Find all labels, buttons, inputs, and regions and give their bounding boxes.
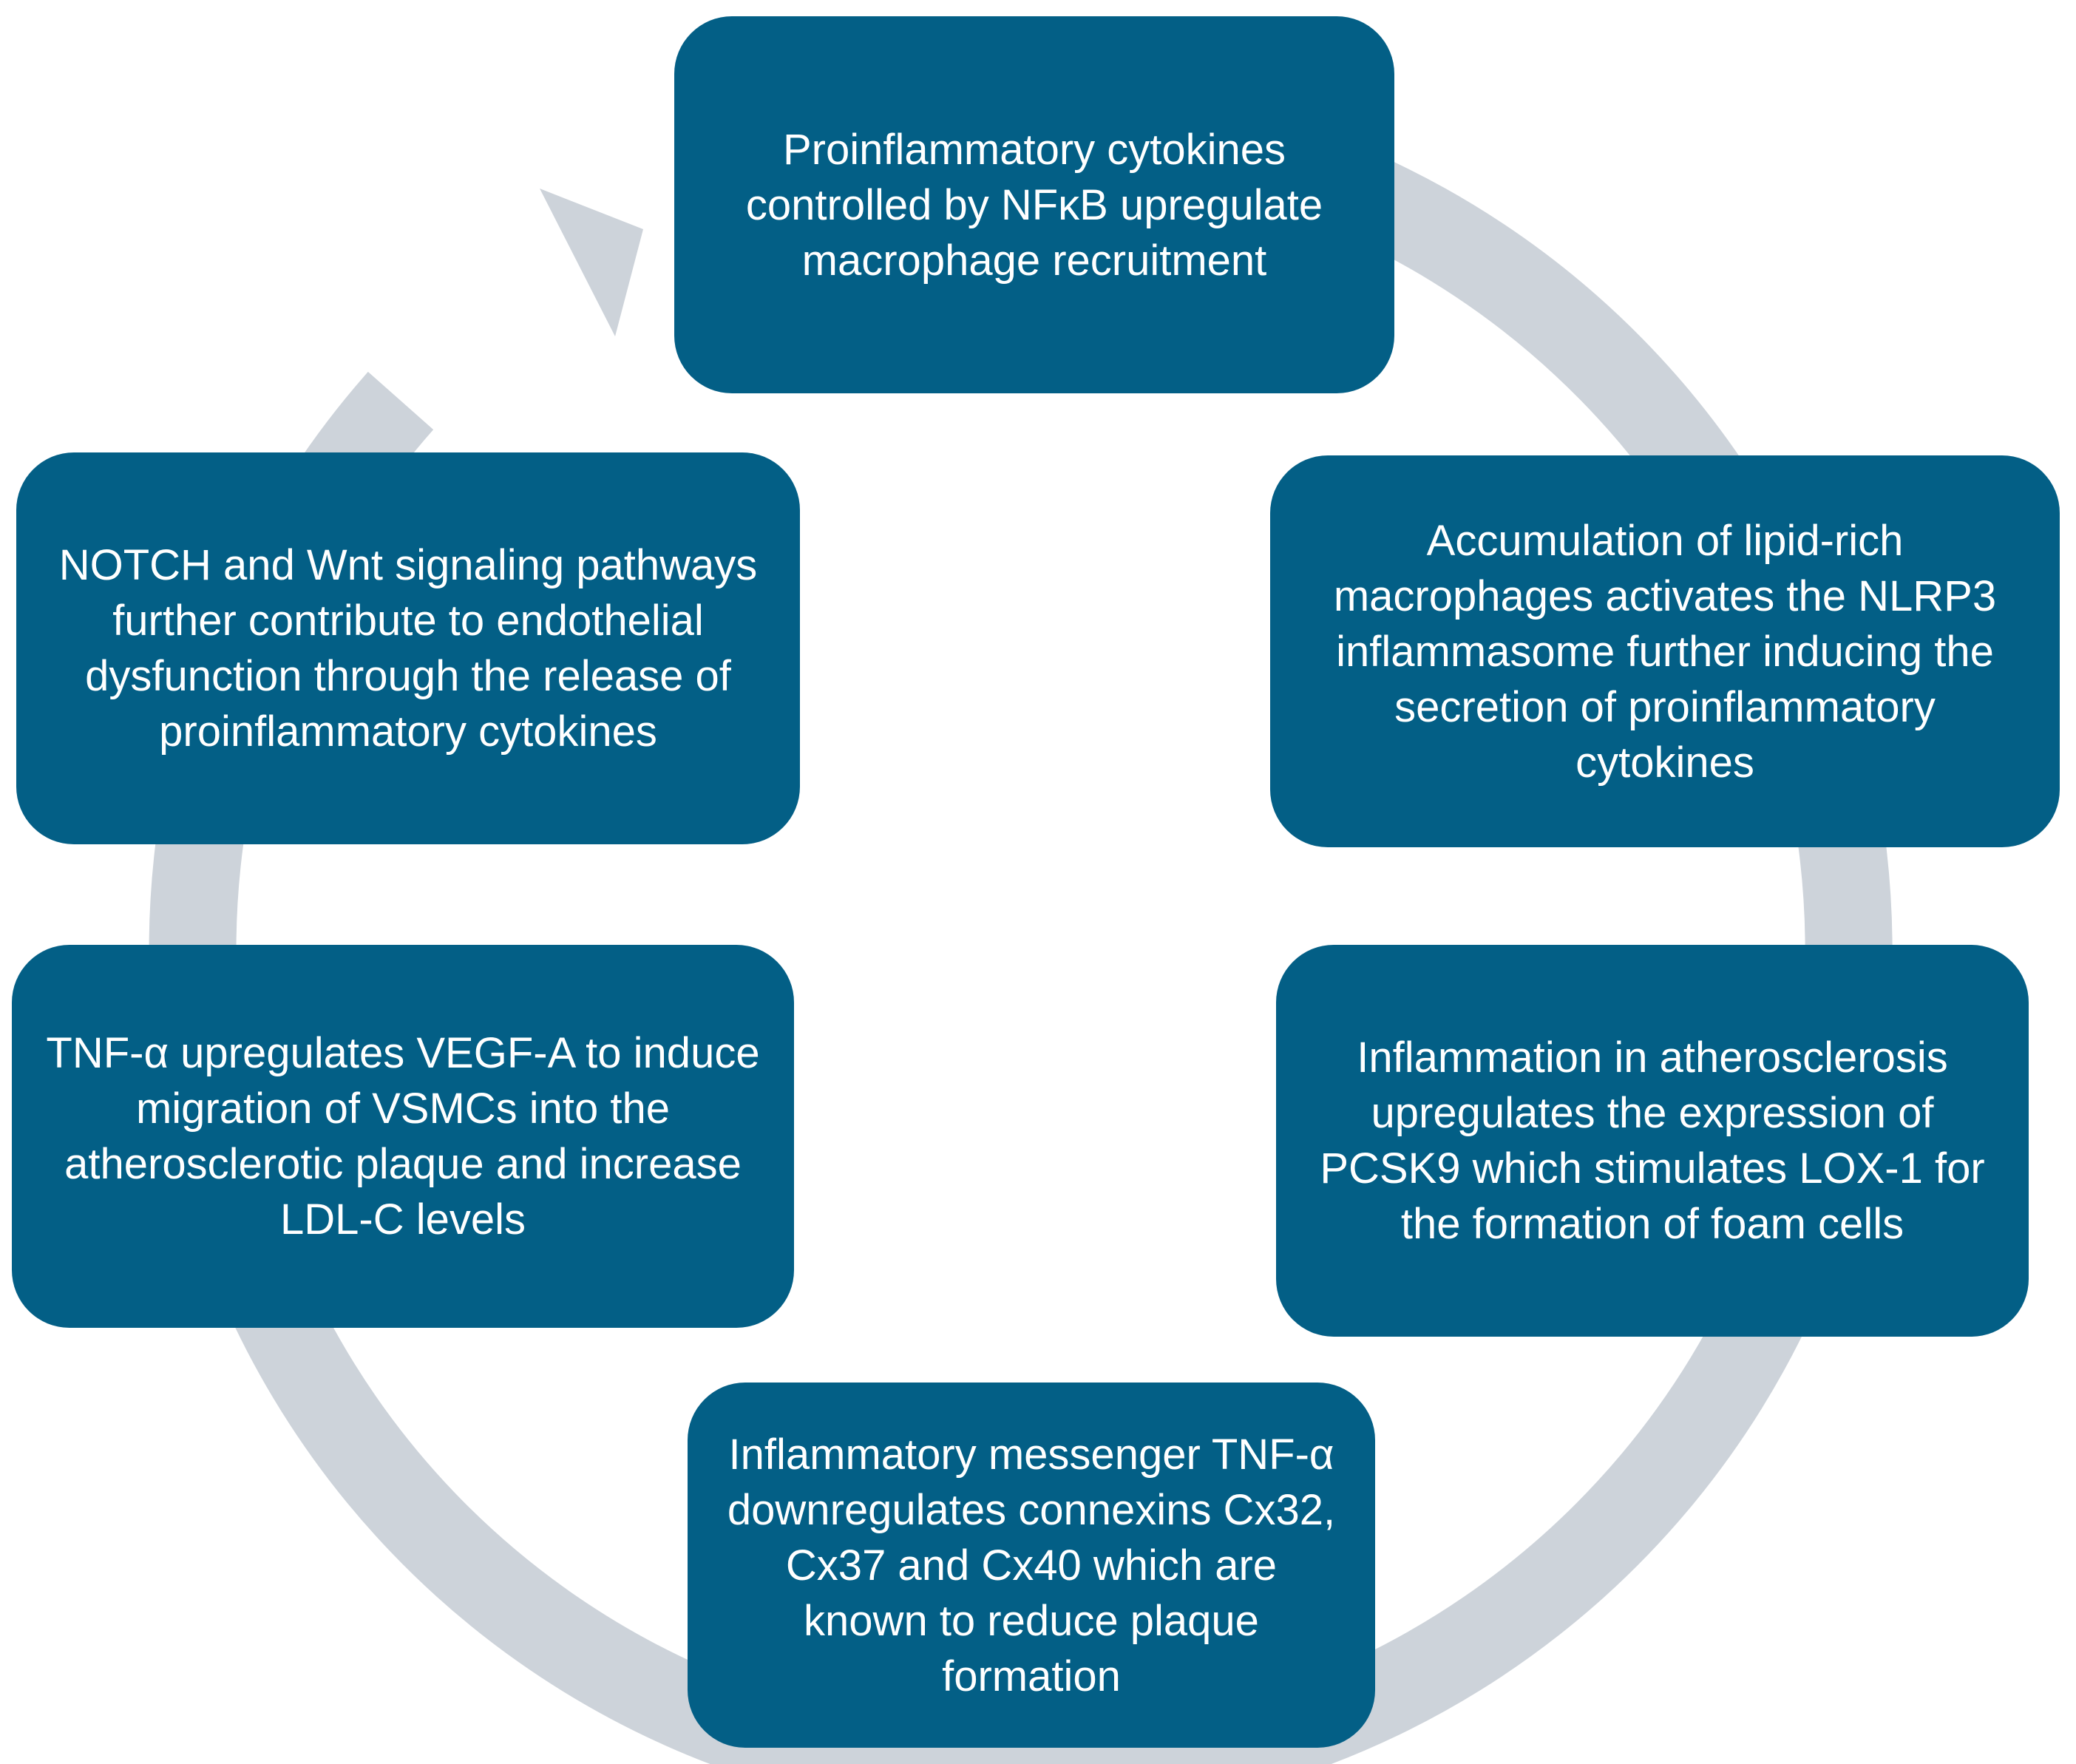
node-text: Inflammation in atherosclerosis upregula… bbox=[1320, 1034, 1985, 1248]
node-text: Accumulation of lipid-rich macrophages a… bbox=[1333, 516, 1997, 787]
node-tnf-connexins: Inflammatory messenger TNF-α downregulat… bbox=[688, 1383, 1375, 1748]
node-text: TNF-α upregulates VEGF-A to induce migra… bbox=[46, 1029, 760, 1244]
node-proinflammatory-cytokines: Proinflammatory cytokines controlled by … bbox=[674, 16, 1394, 393]
node-text: NOTCH and Wnt signaling pathways further… bbox=[58, 541, 758, 756]
node-tnf-vegf-a: TNF-α upregulates VEGF-A to induce migra… bbox=[12, 945, 794, 1328]
node-text: Proinflammatory cytokines controlled by … bbox=[745, 125, 1323, 285]
node-nlrp3-inflammasome: Accumulation of lipid-rich macrophages a… bbox=[1270, 455, 2060, 847]
node-pcsk9-foam-cells: Inflammation in atherosclerosis upregula… bbox=[1276, 945, 2029, 1337]
node-notch-wnt-signaling: NOTCH and Wnt signaling pathways further… bbox=[16, 452, 800, 844]
cycle-arrowhead-icon bbox=[540, 189, 643, 336]
node-text: Inflammatory messenger TNF-α downregulat… bbox=[727, 1430, 1336, 1700]
